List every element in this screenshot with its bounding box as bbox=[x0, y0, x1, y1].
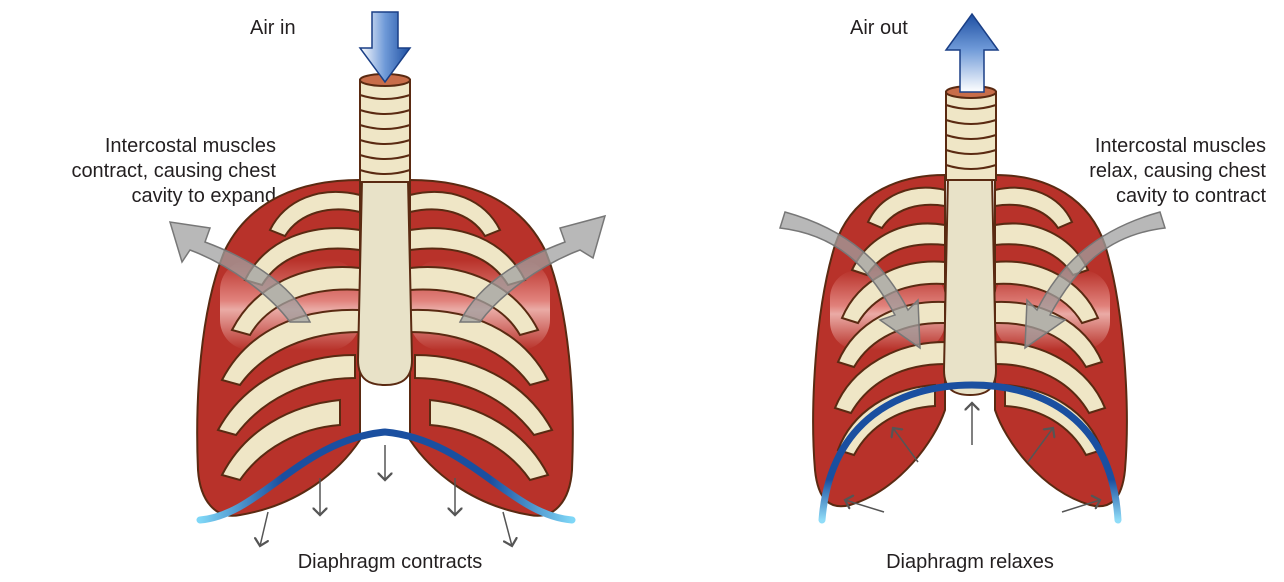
inhale-sternum bbox=[358, 180, 412, 385]
inhale-trachea bbox=[360, 74, 410, 182]
exhale-ribcage bbox=[813, 86, 1127, 520]
air-out-arrow bbox=[946, 14, 998, 92]
air-in-arrow bbox=[360, 12, 410, 82]
exhale-trachea bbox=[946, 86, 996, 180]
exhale-sternum bbox=[944, 175, 996, 395]
